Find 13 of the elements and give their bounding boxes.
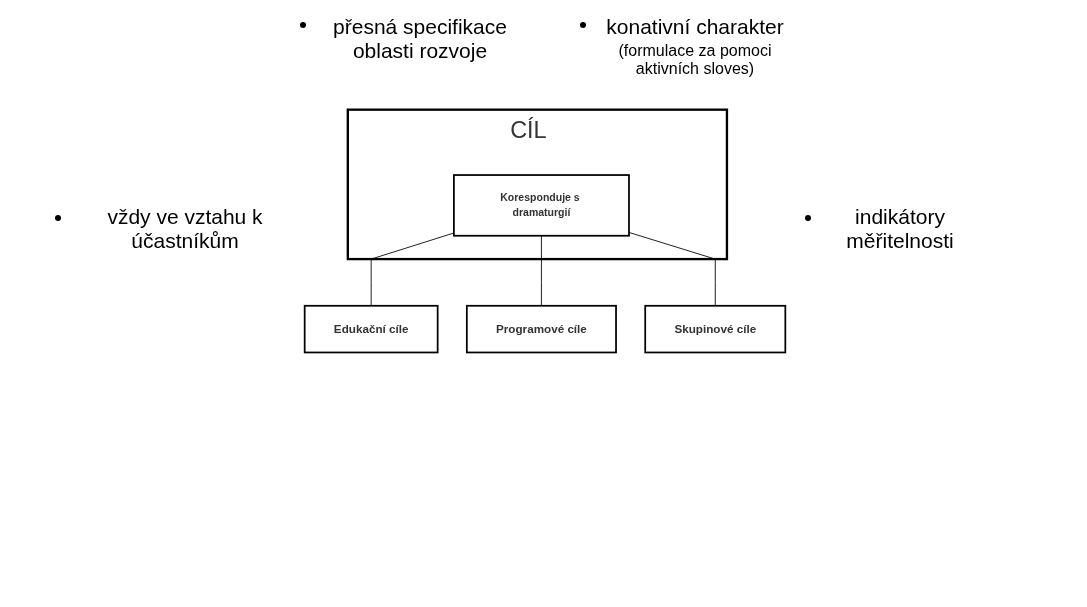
- cluster: [346, 108, 729, 261]
- note-text: (formulace za pomoci aktivních sloves): [617, 42, 773, 78]
- bullet-text: přesná specifikace oblasti rozvoje: [332, 15, 508, 63]
- connector: [541, 235, 542, 307]
- node-box: [453, 174, 630, 237]
- diagram-drawing: CÍL Koresponduje s dramaturgií Edukační cíle Programové cíle Skupinové cíle: [300, 105, 790, 358]
- node-box: [465, 304, 617, 354]
- node-box: [303, 304, 439, 354]
- connector: [628, 232, 716, 307]
- bullet-text: vždy ve vztahu k účastníkům: [106, 205, 264, 253]
- bullet-text: indikátory měřitelnosti: [845, 205, 955, 253]
- node-box: [644, 304, 787, 354]
- bullet-text: konativní charakter: [605, 15, 785, 39]
